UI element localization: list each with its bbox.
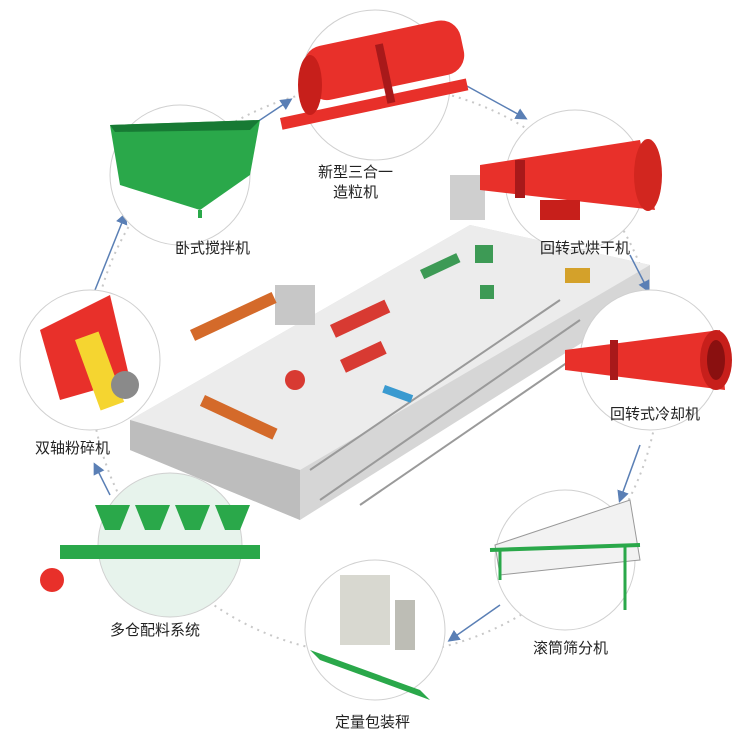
station-label-packing: 定量包装秤 (335, 713, 411, 731)
drum-screener-icon (489, 499, 641, 610)
double-shaft-crusher-icon (40, 295, 139, 411)
multi-bin-batching-icon (40, 505, 260, 592)
granulator-label-line2: 造粒机 (333, 183, 379, 201)
rotary-cooler-icon (565, 330, 732, 390)
horizontal-mixer-icon (110, 120, 260, 218)
flow-arrows (93, 84, 650, 642)
station-label-mixer: 卧式搅拌机 (175, 239, 251, 257)
station-label-cooler: 回转式冷却机 (610, 405, 701, 423)
packing-scale-icon (310, 575, 430, 700)
rotary-drum-granulator-icon (280, 20, 469, 130)
station-label-dryer: 回转式烘干机 (540, 239, 631, 257)
station-label-batching: 多仓配料系统 (110, 621, 201, 639)
station-label-crusher: 双轴粉碎机 (35, 439, 111, 457)
station-label-granulator: 新型三合一 造粒机 (318, 162, 393, 202)
rotary-dryer-icon (480, 139, 662, 220)
granulator-label-line1: 新型三合一 (318, 163, 394, 181)
station-label-screener: 滚筒筛分机 (533, 639, 609, 657)
production-line-platform (130, 175, 650, 520)
